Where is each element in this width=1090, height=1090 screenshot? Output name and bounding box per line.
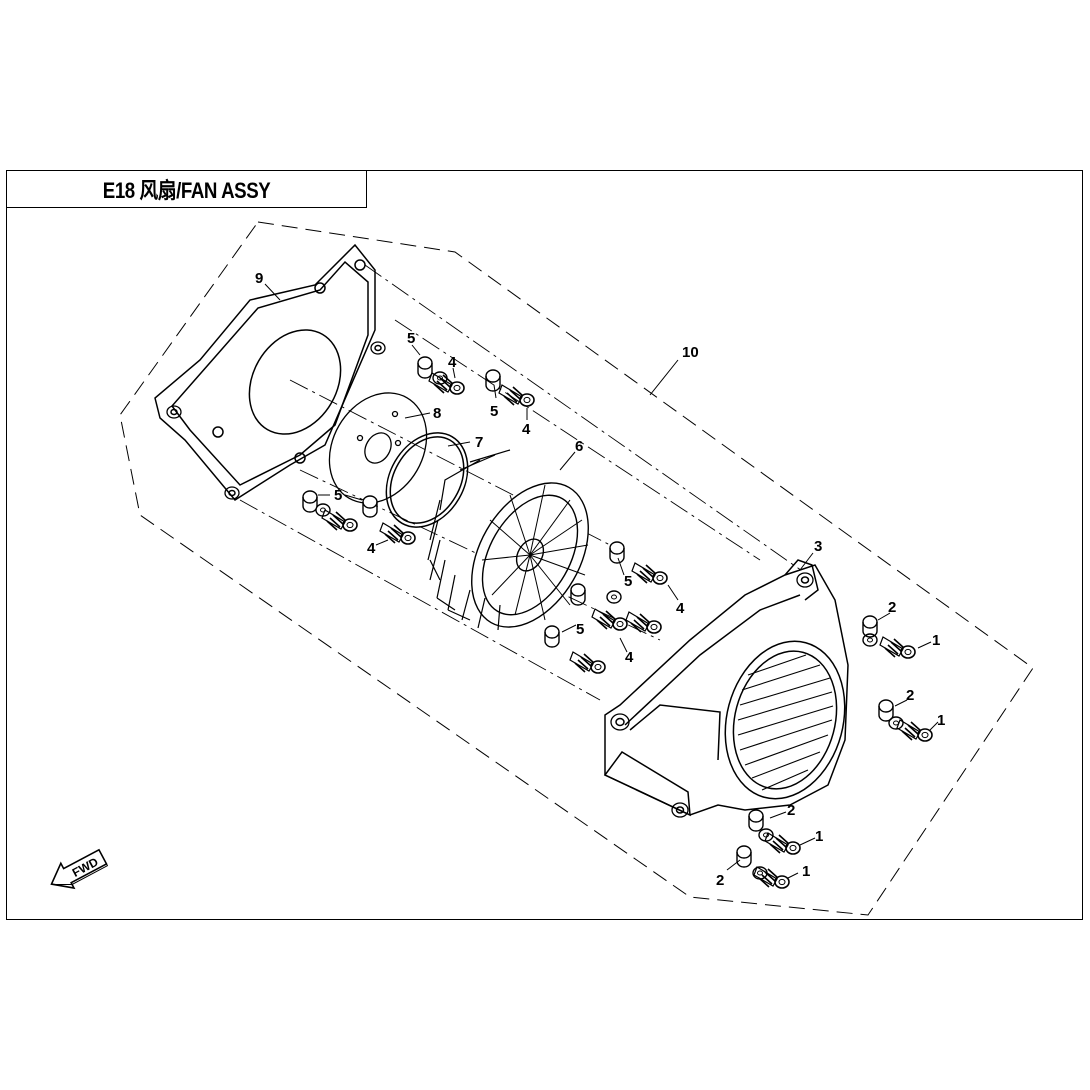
callout-1-b: 1 [937, 712, 945, 729]
callout-4-c: 4 [367, 540, 376, 557]
callout-1-a: 1 [932, 632, 940, 649]
callout-labels: 9 10 8 7 6 3 5 4 5 4 5 4 5 4 5 4 2 1 2 1… [255, 270, 945, 889]
callout-4-a: 4 [448, 354, 457, 371]
assembly-boundary-dashed [119, 221, 1034, 916]
callout-4-d: 4 [676, 600, 685, 617]
callout-10: 10 [682, 344, 699, 361]
callout-5-a: 5 [407, 330, 415, 347]
o-ring-part-7 [385, 432, 469, 528]
plate-part-8 [328, 392, 428, 504]
callout-5-c: 5 [334, 487, 342, 504]
title-box: E18 风扇/FAN ASSY [6, 170, 367, 208]
backing-plate-part-9 [154, 243, 386, 501]
callout-3: 3 [814, 538, 822, 555]
callout-2-c: 2 [787, 802, 795, 819]
page-title: E18 风扇/FAN ASSY [102, 178, 271, 203]
callout-2-a: 2 [888, 599, 896, 616]
callout-4-e: 4 [625, 649, 634, 666]
callout-2-b: 2 [906, 687, 914, 704]
fan-impeller-part-6 [427, 449, 589, 631]
callout-5-d: 5 [624, 573, 632, 590]
callout-2-d: 2 [716, 872, 724, 889]
callout-5-b: 5 [490, 403, 498, 420]
callout-6: 6 [575, 438, 583, 455]
forward-direction-arrow-icon: FWD [50, 848, 109, 890]
fan-cover-part-3 [603, 559, 849, 818]
callout-9: 9 [255, 270, 263, 287]
callout-5-e: 5 [576, 621, 584, 638]
callout-4-b: 4 [522, 421, 531, 438]
drawing-frame [6, 170, 1083, 920]
callout-1-c: 1 [815, 828, 823, 845]
callout-7: 7 [475, 434, 483, 451]
callout-8: 8 [433, 405, 441, 422]
leader-lines [264, 283, 939, 879]
callout-1-d: 1 [802, 863, 810, 880]
